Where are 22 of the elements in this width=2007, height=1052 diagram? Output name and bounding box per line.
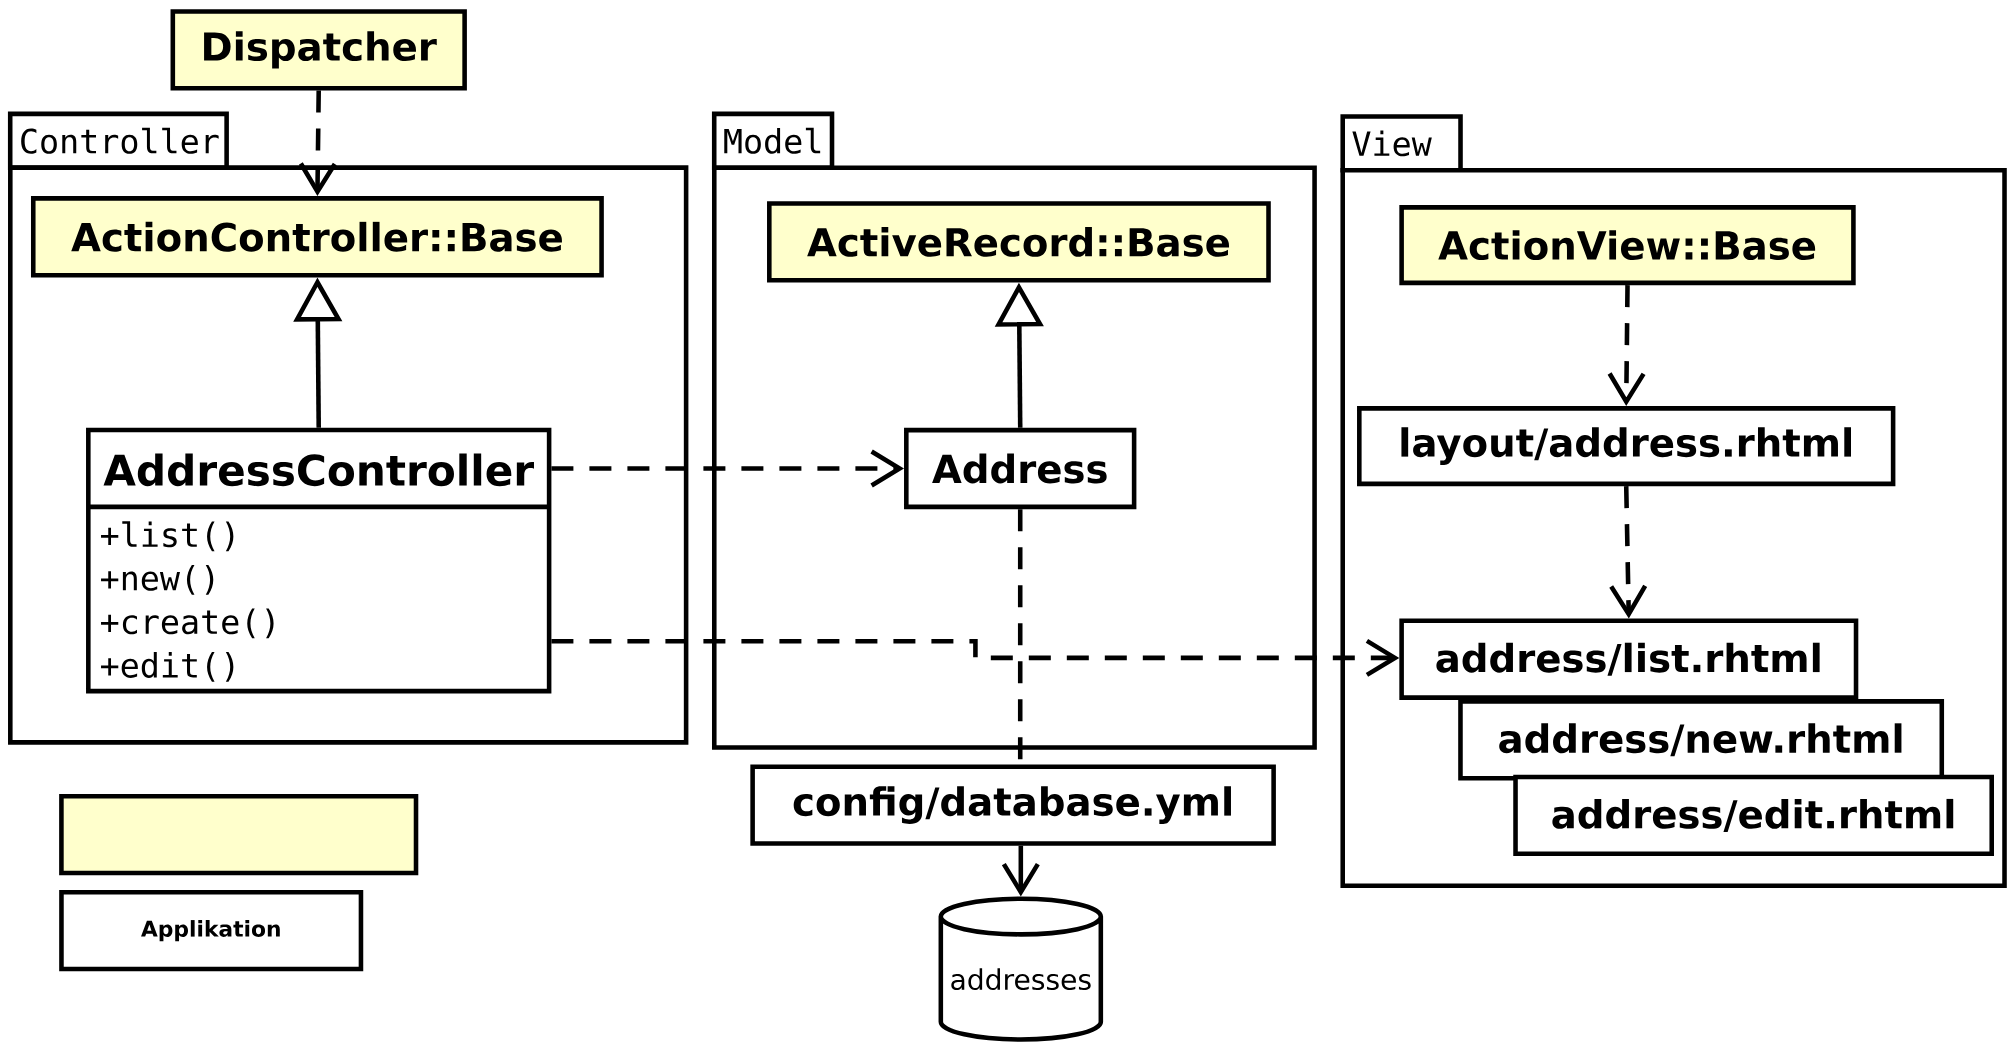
class-box xyxy=(59,793,419,876)
dependency-arrow xyxy=(1609,486,1648,619)
class-box: config/database.yml xyxy=(750,764,1276,846)
dependency-arrow xyxy=(298,90,337,197)
database-cylinder: addresses xyxy=(938,896,1104,1042)
class-box: address/list.rhtml xyxy=(1399,618,1859,700)
class-box: layout/address.rhtml xyxy=(1357,405,1896,487)
node-label: Controller xyxy=(21,127,219,154)
legend-box: Applikation xyxy=(59,889,364,972)
class-box: ActionController::Base xyxy=(31,196,604,278)
dependency-arrow xyxy=(1607,285,1646,406)
class-box: Address xyxy=(904,427,1137,510)
dependency-arrow xyxy=(551,638,1400,677)
class-box: AddressController +list() +new() +create() +edit() xyxy=(86,427,552,694)
node-label: View xyxy=(1352,130,1432,157)
class-box: address/new.rhtml xyxy=(1458,699,1945,781)
class-box: address/edit.rhtml xyxy=(1513,774,1994,856)
class-box: Dispatcher xyxy=(170,9,467,91)
dependency-arrow xyxy=(551,449,905,488)
node-label: Model xyxy=(724,127,821,154)
class-box: ActionView::Base xyxy=(1399,204,1856,286)
class-box: ActiveRecord::Base xyxy=(767,201,1271,283)
